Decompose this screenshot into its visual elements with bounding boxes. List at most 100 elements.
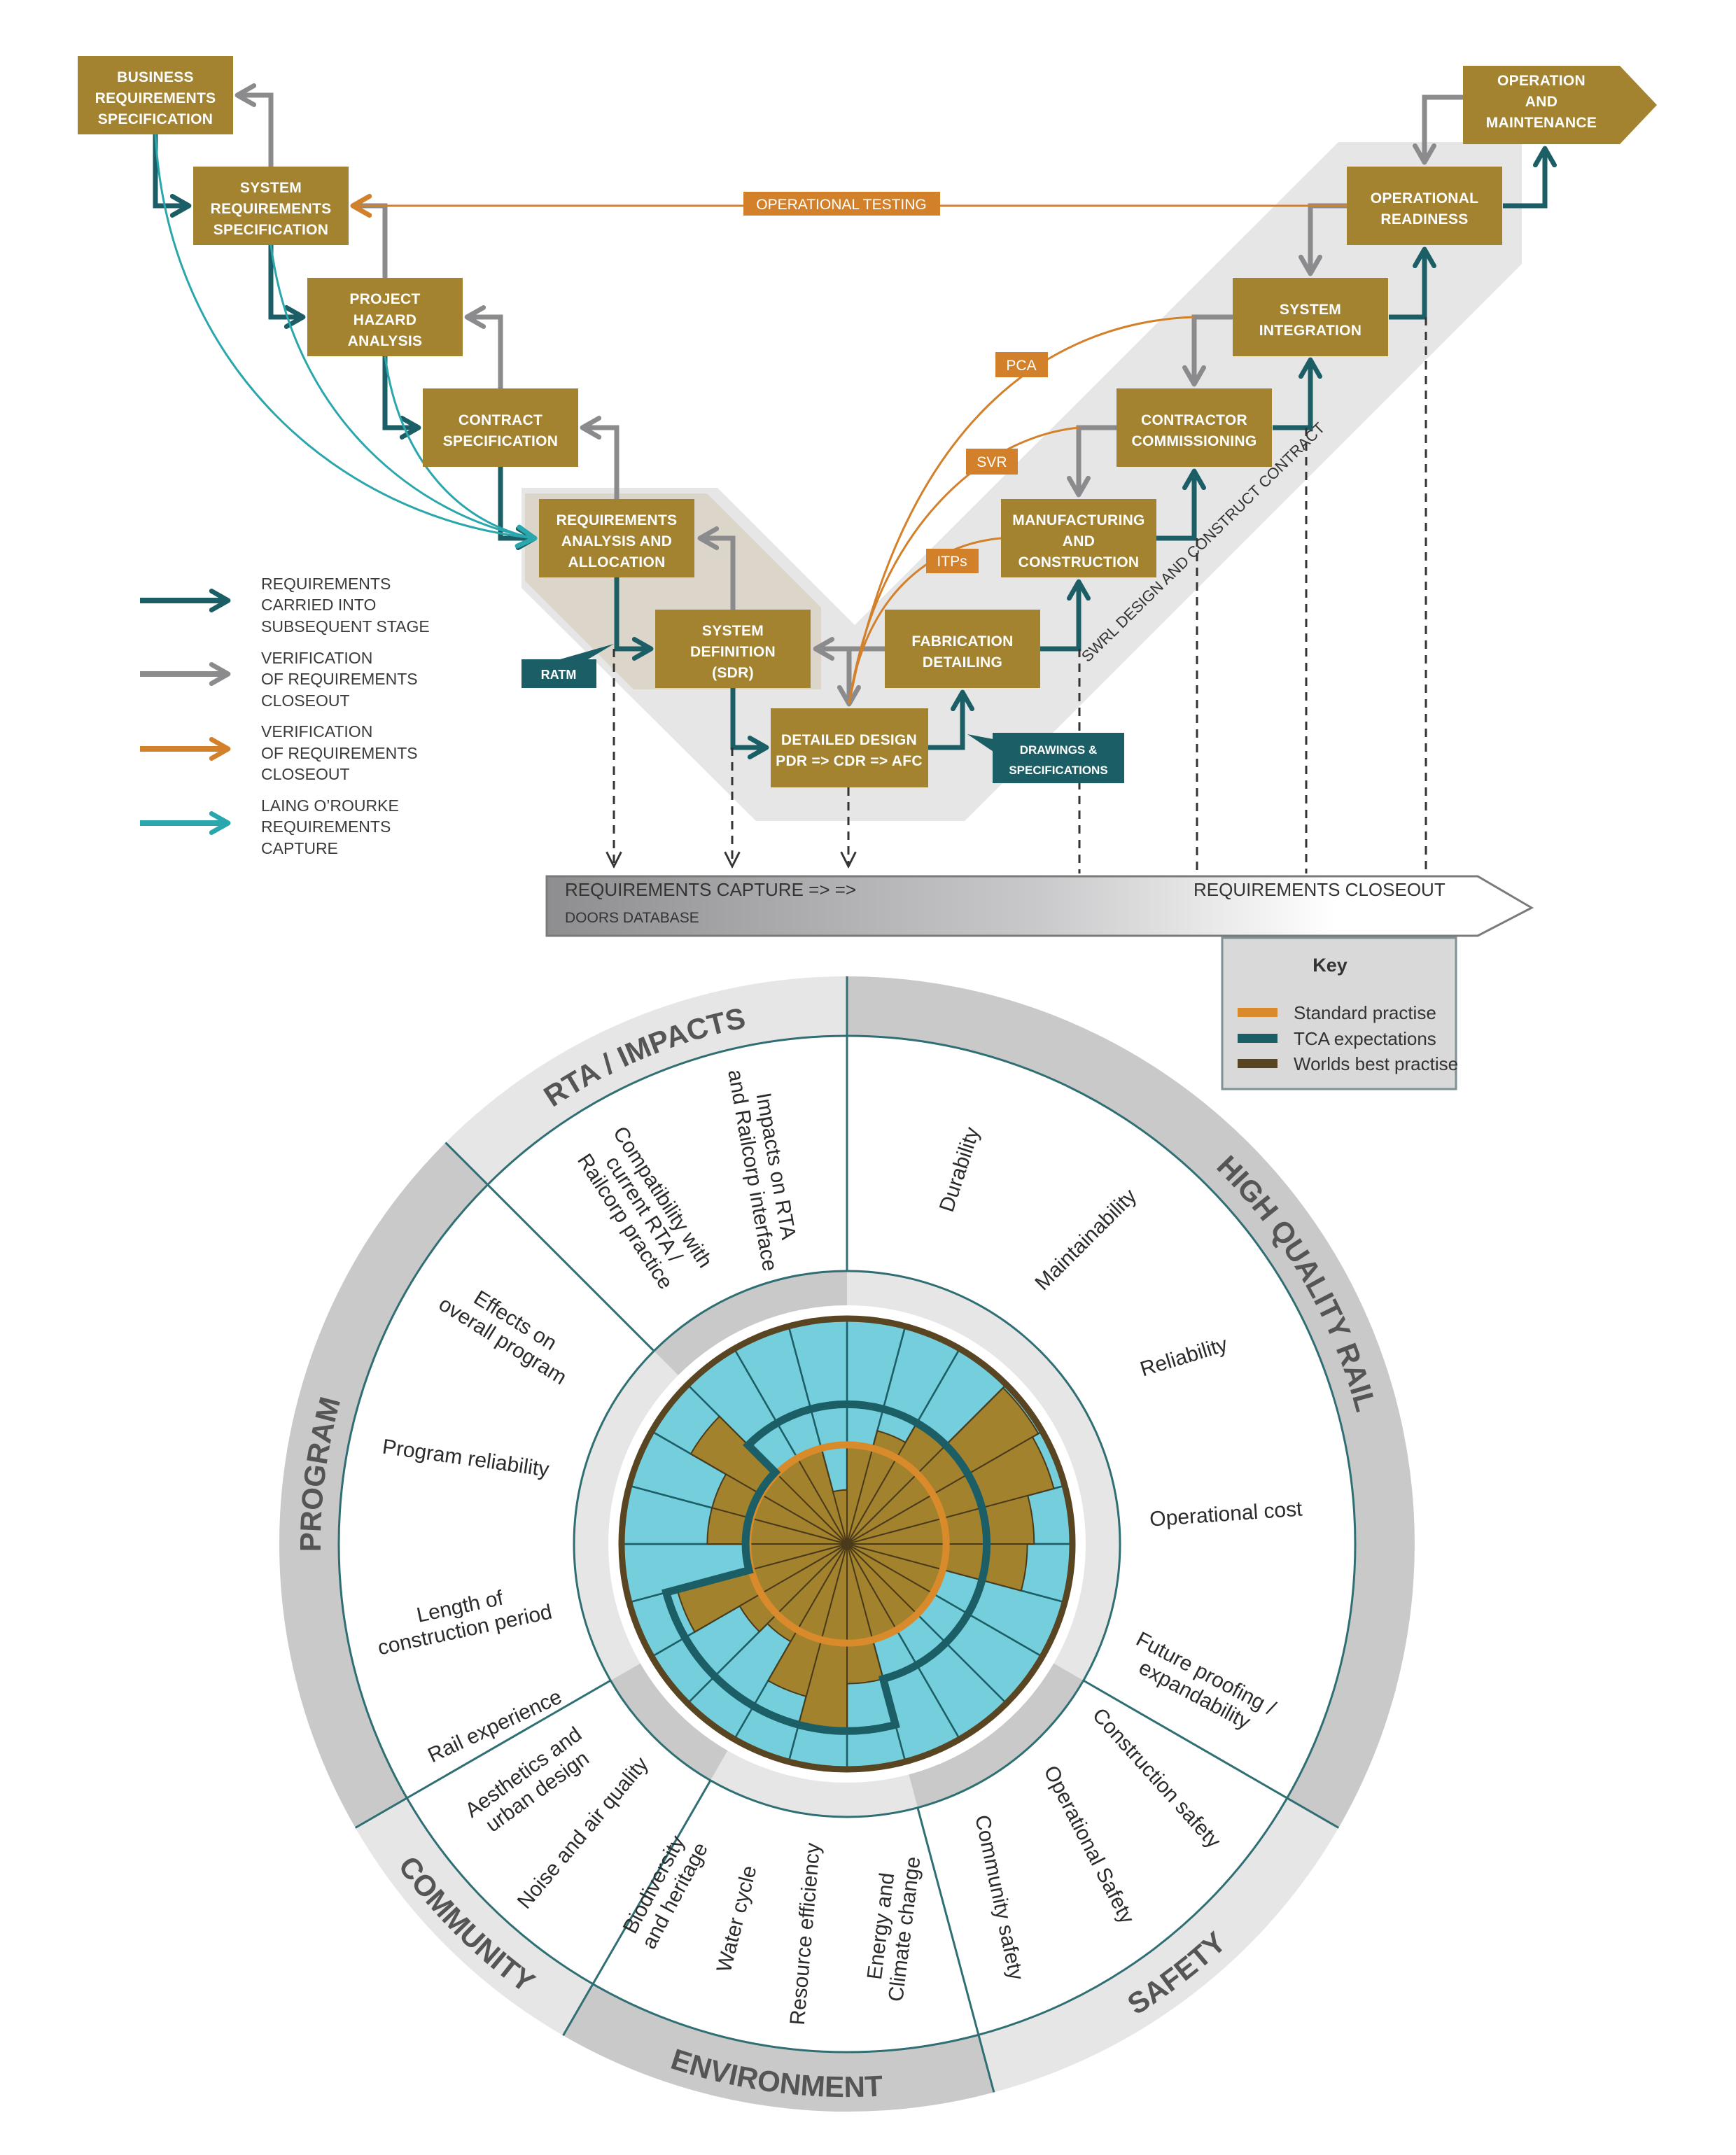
svg-text:DEFINITION: DEFINITION: [690, 644, 776, 660]
box-requirements-analysis-allocation: REQUIREMENTS ANALYSIS AND ALLOCATION: [539, 499, 694, 577]
svg-text:DETAILING: DETAILING: [923, 654, 1002, 671]
key-swatch-tca: [1238, 1034, 1278, 1043]
worlds-best-bar: [766, 1543, 848, 1697]
svg-text:SPECIFICATION: SPECIFICATION: [98, 111, 214, 127]
operational-testing-tag: OPERATIONAL TESTING: [743, 192, 940, 216]
svg-text:HAZARD: HAZARD: [354, 312, 416, 328]
svg-text:ANALYSIS: ANALYSIS: [348, 333, 423, 349]
svg-text:READINESS: READINESS: [1380, 211, 1468, 227]
requirements-capture-label: REQUIREMENTS CAPTURE => =>: [565, 879, 856, 900]
svg-text:Standard practise: Standard practise: [1294, 1002, 1436, 1023]
svg-text:OF REQUIREMENTS: OF REQUIREMENTS: [261, 744, 418, 762]
svg-text:LAING O’ROURKE: LAING O’ROURKE: [261, 796, 399, 815]
group-divider-line: [562, 1779, 712, 2037]
outer-group-band: [355, 1798, 593, 2036]
svg-text:DRAWINGS &: DRAWINGS &: [1020, 743, 1098, 757]
key-swatch-worlds-best: [1238, 1059, 1278, 1068]
svg-text:MANUFACTURING: MANUFACTURING: [1012, 512, 1144, 528]
pca-tag: PCA: [995, 352, 1048, 377]
box-business-requirements-specification: BUSINESS REQUIREMENTS SPECIFICATION: [78, 56, 233, 134]
box-fabrication-detailing: FABRICATION DETAILING: [885, 610, 1040, 688]
svg-text:INTEGRATION: INTEGRATION: [1259, 323, 1362, 339]
svg-text:VERIFICATION: VERIFICATION: [261, 649, 372, 667]
worlds-best-bar: [846, 1387, 1040, 1545]
svg-text:SYSTEM: SYSTEM: [702, 623, 764, 639]
inner-group-band: [610, 1663, 728, 1781]
svg-text:REQUIREMENTS: REQUIREMENTS: [261, 575, 391, 593]
inner-group-band: [574, 1351, 678, 1680]
svr-tag: SVR: [966, 449, 1018, 475]
svg-text:CLOSEOUT: CLOSEOUT: [261, 765, 350, 783]
svg-text:ALLOCATION: ALLOCATION: [568, 554, 665, 570]
inner-group-band: [710, 1750, 918, 1817]
laing-orourke-capture-curves: [154, 134, 538, 549]
svg-text:BUSINESS: BUSINESS: [117, 69, 194, 85]
svg-text:CLOSEOUT: CLOSEOUT: [261, 692, 350, 710]
dashed-traceability-lines: [614, 317, 1427, 873]
outer-group-band: [279, 1142, 488, 1828]
svg-text:CONTRACTOR: CONTRACTOR: [1141, 412, 1247, 428]
worlds-best-bar: [832, 1489, 848, 1545]
svg-text:SUBSEQUENT STAGE: SUBSEQUENT STAGE: [261, 617, 430, 636]
chart-key: Key Standard practise TCA expectations W…: [1221, 936, 1458, 1090]
svg-text:MAINTENANCE: MAINTENANCE: [1486, 115, 1597, 131]
svg-text:CAPTURE: CAPTURE: [261, 839, 338, 857]
drawings-specifications-callout: DRAWINGS & SPECIFICATIONS: [967, 733, 1124, 783]
box-manufacturing-construction: MANUFACTURING AND CONSTRUCTION: [1001, 499, 1156, 577]
outer-group-band: [978, 1798, 1339, 2093]
svg-text:Worlds best practise: Worlds best practise: [1294, 1053, 1458, 1074]
svg-text:CONTRACT: CONTRACT: [458, 412, 542, 428]
svg-text:AND: AND: [1525, 94, 1558, 110]
svg-text:PCA: PCA: [1006, 358, 1036, 374]
outer-group-band: [847, 976, 1415, 1828]
svg-text:SPECIFICATION: SPECIFICATION: [443, 433, 559, 449]
svg-text:ITPs: ITPs: [937, 554, 967, 570]
group-divider-line: [1082, 1679, 1340, 1829]
svg-text:SYSTEM: SYSTEM: [1280, 302, 1341, 318]
svg-text:OPERATIONAL TESTING: OPERATIONAL TESTING: [756, 197, 927, 213]
svg-text:TCA expectations: TCA expectations: [1294, 1028, 1436, 1049]
svg-text:OPERATION: OPERATION: [1497, 73, 1586, 89]
doors-database-label: DOORS DATABASE: [565, 910, 699, 926]
box-system-definition: SYSTEM DEFINITION (SDR): [655, 610, 811, 688]
inner-group-band: [654, 1271, 847, 1375]
svg-text:OPERATIONAL: OPERATIONAL: [1371, 190, 1479, 206]
worlds-best-outer-ring: [618, 1315, 1076, 1773]
itps-tag: ITPs: [926, 549, 979, 573]
inner-group-band: [909, 1663, 1084, 1808]
svg-text:REQUIREMENTS: REQUIREMENTS: [261, 817, 391, 836]
group-divider-line: [354, 1679, 612, 1829]
svg-text:(SDR): (SDR): [712, 665, 754, 681]
box-project-hazard-analysis: PROJECT HAZARD ANALYSIS: [307, 278, 463, 356]
box-system-integration: SYSTEM INTEGRATION: [1233, 278, 1388, 356]
box-operational-readiness: OPERATIONAL READINESS: [1347, 167, 1502, 245]
svg-text:ANALYSIS AND: ANALYSIS AND: [561, 533, 672, 549]
svg-text:OF REQUIREMENTS: OF REQUIREMENTS: [261, 670, 418, 688]
group-divider-line: [444, 1142, 655, 1352]
svg-text:VERIFICATION: VERIFICATION: [261, 722, 372, 740]
svg-text:PDR => CDR => AFC: PDR => CDR => AFC: [776, 753, 923, 769]
box-contractor-commissioning: CONTRACTOR COMMISSIONING: [1116, 388, 1272, 467]
tca-expectations-line: [662, 1400, 991, 1735]
svg-text:REQUIREMENTS: REQUIREMENTS: [95, 90, 216, 106]
svg-text:CONSTRUCTION: CONSTRUCTION: [1018, 554, 1140, 570]
group-divider-line: [916, 1807, 995, 2093]
svg-text:RATM: RATM: [541, 668, 577, 682]
svg-text:SPECIFICATION: SPECIFICATION: [214, 222, 329, 238]
ratm-callout: RATM: [522, 644, 614, 688]
svg-text:REQUIREMENTS: REQUIREMENTS: [211, 201, 332, 217]
outer-group-band: [445, 976, 847, 1185]
arrow-legend: REQUIREMENTS CARRIED INTO SUBSEQUENT STA…: [140, 575, 430, 857]
svg-text:PROJECT: PROJECT: [349, 291, 420, 307]
inner-group-band: [847, 1271, 1120, 1680]
requirements-timeline-bar: REQUIREMENTS CAPTURE => => DOORS DATABAS…: [545, 875, 1534, 937]
svg-text:CARRIED INTO: CARRIED INTO: [261, 596, 376, 614]
polar-performance-chart: [279, 976, 1415, 2112]
svg-text:FABRICATION: FABRICATION: [911, 633, 1013, 650]
box-detailed-design: DETAILED DESIGN PDR => CDR => AFC: [771, 708, 928, 787]
svg-text:COMMISSIONING: COMMISSIONING: [1132, 433, 1257, 449]
key-swatch-standard: [1238, 1008, 1278, 1017]
svg-text:AND: AND: [1063, 533, 1095, 549]
box-contract-specification: CONTRACT SPECIFICATION: [423, 388, 578, 467]
